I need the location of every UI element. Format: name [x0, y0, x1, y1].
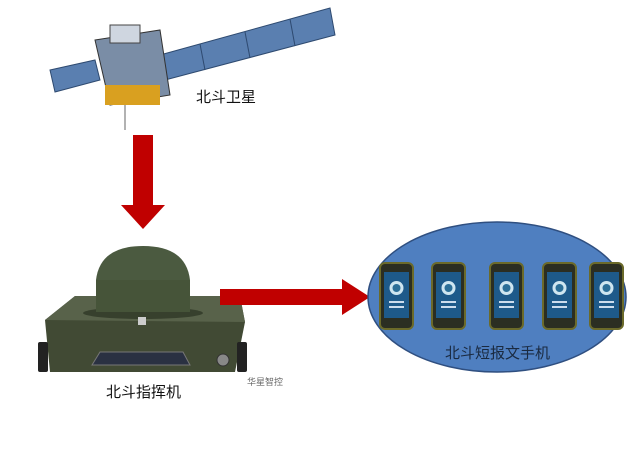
arrow-down — [121, 135, 165, 229]
watermark: 华星智控 — [247, 378, 284, 388]
handsets-label: 北斗短报文手机 — [445, 344, 551, 362]
handset-phone — [379, 262, 414, 330]
handset-phone — [431, 262, 466, 330]
handset-phone — [589, 262, 624, 330]
arrow-right — [220, 279, 370, 315]
handset-phone — [542, 262, 577, 330]
handset-phone — [489, 262, 524, 330]
command-unit-label: 北斗指挥机 — [106, 383, 182, 401]
command-unit-image — [38, 246, 247, 372]
satellite-image — [49, 7, 336, 130]
satellite-label: 北斗卫星 — [196, 88, 257, 106]
